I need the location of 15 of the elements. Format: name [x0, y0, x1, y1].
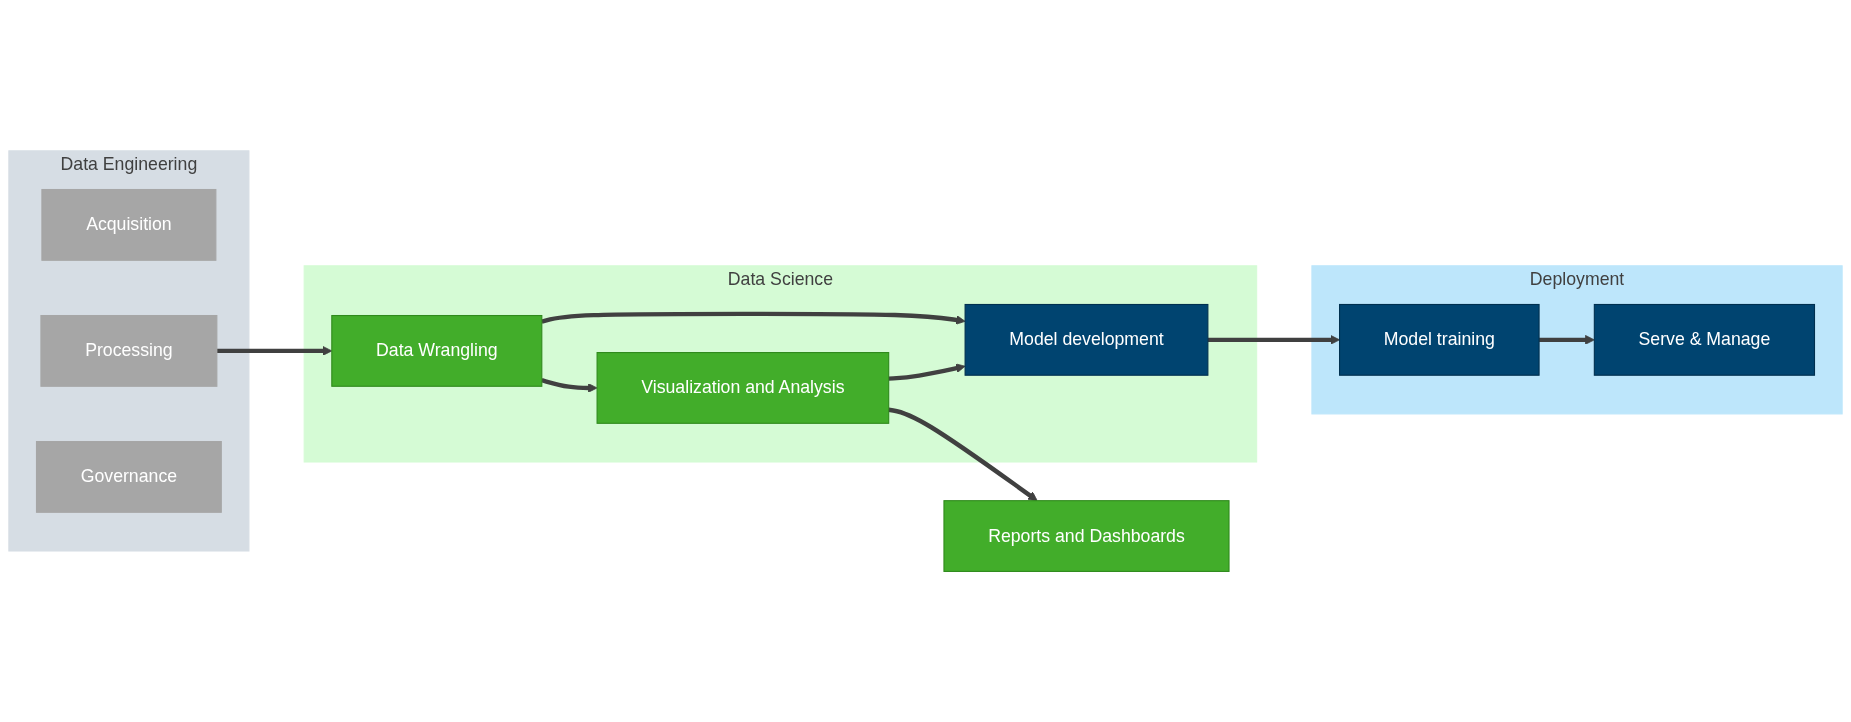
arrow	[541, 377, 598, 393]
node-box: Reports and Dashboards	[943, 500, 1230, 572]
node-box: Governance	[35, 440, 222, 513]
node-box: Acquisition	[41, 188, 217, 261]
node-box: Model training	[1339, 303, 1540, 376]
arrow	[541, 311, 966, 325]
node-box: Model development	[964, 303, 1209, 376]
node-box: Processing	[40, 314, 218, 387]
arrow	[1207, 334, 1340, 345]
arrow	[888, 363, 966, 381]
node-box: Visualization and Analysis	[596, 351, 890, 424]
node-box: Data Wrangling	[331, 314, 543, 387]
arrow	[1539, 334, 1595, 345]
arrow	[888, 407, 1038, 501]
node-box: Serve & Manage	[1593, 303, 1816, 376]
